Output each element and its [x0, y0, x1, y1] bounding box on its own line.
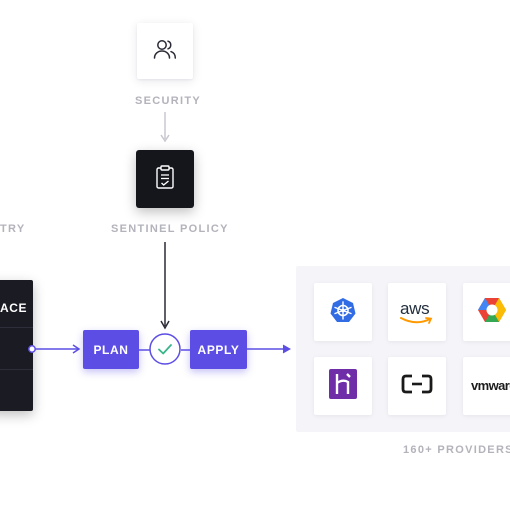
workspace-node: ACE [0, 280, 33, 411]
workspace-divider [0, 369, 33, 370]
provider-vmware: vmware [463, 357, 510, 415]
check-icon [149, 333, 181, 369]
provider-google-cloud [463, 283, 510, 341]
aws-wordmark: aws [400, 299, 430, 318]
google-cloud-icon [477, 296, 507, 329]
providers-label: 160+ PROVIDERS [403, 444, 510, 456]
security-to-sentinel-arrow [160, 112, 170, 143]
plan-to-check-line [139, 349, 151, 351]
registry-label: TRY [0, 223, 26, 235]
alibaba-cloud-icon [401, 374, 433, 399]
provider-aws: aws [388, 283, 446, 341]
sentinel-policy-label: SENTINEL POLICY [111, 223, 229, 235]
aws-icon: aws [397, 297, 437, 327]
apply-node: APPLY [190, 330, 247, 369]
clipboard-check-icon [155, 164, 175, 194]
sentinel-policy-node [136, 150, 194, 208]
users-icon [152, 38, 178, 65]
security-node [137, 23, 193, 79]
provider-alibaba-cloud [388, 357, 446, 415]
sentinel-to-check-arrow [160, 242, 170, 330]
security-label: SECURITY [135, 95, 202, 107]
check-to-apply-line [181, 349, 191, 351]
workspace-to-plan-arrow [28, 344, 81, 354]
vmware-wordmark: vmware [471, 378, 510, 393]
provider-heroku [314, 357, 372, 415]
vmware-icon: vmware [471, 377, 510, 395]
approval-check [149, 333, 181, 365]
workspace-divider [0, 327, 33, 328]
workspace-label: ACE [0, 301, 28, 315]
plan-node: PLAN [83, 330, 139, 369]
kubernetes-icon [330, 297, 356, 328]
provider-kubernetes [314, 283, 372, 341]
apply-to-providers-arrow [247, 344, 292, 354]
heroku-icon [329, 368, 357, 404]
